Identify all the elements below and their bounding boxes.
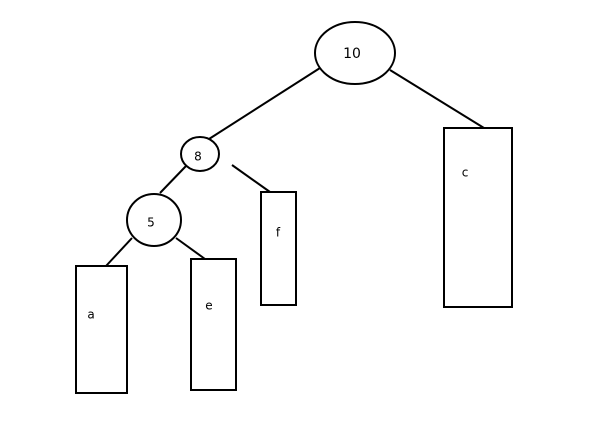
- leaf-f-label: f: [276, 226, 281, 240]
- node-8: 8: [180, 136, 220, 172]
- node-8-ellipse: [180, 136, 220, 172]
- node-8-label: 8: [194, 150, 202, 164]
- leaf-f: f: [260, 191, 297, 306]
- node-10: 10: [314, 21, 396, 85]
- tree-edges: [105, 67, 485, 267]
- edge-8-to-5: [159, 165, 187, 194]
- leaf-e-label: e: [205, 299, 212, 313]
- node-10-label: 10: [343, 46, 361, 62]
- leaf-e-box: [190, 258, 237, 391]
- edge-root-to-8: [208, 67, 321, 140]
- node-5-label: 5: [147, 216, 155, 230]
- edge-5-to-e: [175, 237, 206, 260]
- leaf-c-label: c: [462, 166, 469, 180]
- leaf-a: a: [75, 265, 128, 394]
- leaf-c-box: [443, 127, 513, 308]
- leaf-f-box: [260, 191, 297, 306]
- leaf-a-label: a: [87, 308, 94, 322]
- edge-root-to-c: [389, 69, 485, 129]
- edge-8-to-f: [231, 164, 271, 193]
- leaf-c: c: [443, 127, 513, 308]
- edge-5-to-a: [105, 237, 133, 267]
- leaf-a-box: [75, 265, 128, 394]
- node-10-ellipse: [314, 21, 396, 85]
- leaf-e: e: [190, 258, 237, 391]
- node-5: 5: [126, 193, 182, 247]
- node-5-ellipse: [126, 193, 182, 247]
